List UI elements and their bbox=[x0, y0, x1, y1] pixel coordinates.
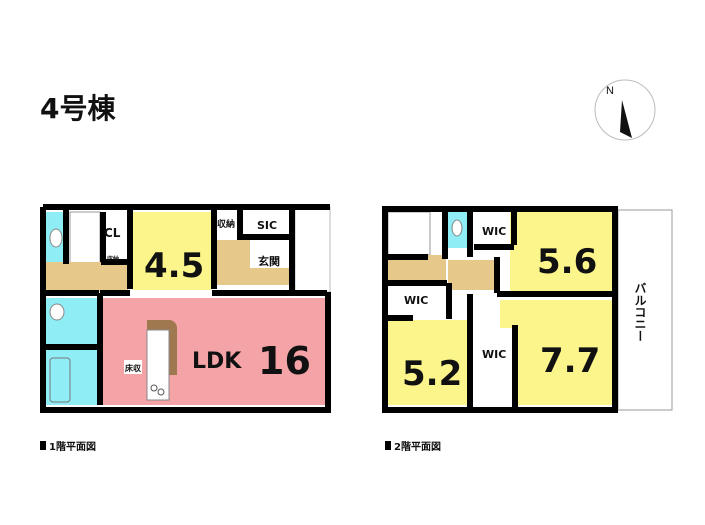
stairs-2f bbox=[387, 211, 431, 256]
wic3-label: WIC bbox=[482, 348, 506, 361]
stairs-1f bbox=[69, 211, 101, 266]
closet-label: CL bbox=[104, 226, 121, 240]
storage-small-label: 収納 bbox=[107, 255, 119, 263]
room-4-5 bbox=[132, 212, 212, 290]
compass-label: N bbox=[606, 85, 614, 97]
closet bbox=[103, 212, 128, 255]
room-5-2 bbox=[388, 320, 468, 405]
balcony bbox=[617, 209, 673, 411]
stair-hall-1f bbox=[217, 240, 250, 285]
room-5-6 bbox=[510, 212, 612, 292]
wic1-label: WIC bbox=[482, 225, 506, 238]
room-5-2-label: 5.2 bbox=[402, 354, 462, 394]
floor1-plan: CL 収納 4.5 収納 SIC 玄関 LDK 16 床収 bbox=[40, 204, 331, 413]
ldk bbox=[103, 298, 325, 405]
room-7-7 bbox=[518, 300, 612, 405]
ldk-size: 16 bbox=[258, 339, 311, 383]
floor-storage-label: 床収 bbox=[125, 363, 142, 373]
kitchen bbox=[146, 329, 170, 401]
room-7-7-label: 7.7 bbox=[540, 341, 600, 381]
floor2-plan: WIC WIC WIC 5.6 5.2 7.7 バルコニー bbox=[382, 206, 673, 413]
wic2-label: WIC bbox=[404, 294, 428, 307]
room-5-6-label: 5.6 bbox=[537, 242, 597, 282]
room-4-5-label: 4.5 bbox=[144, 246, 204, 286]
compass-icon: N bbox=[594, 79, 656, 141]
floor2-caption: 2階平面図 bbox=[394, 440, 441, 453]
hall-1f bbox=[46, 262, 128, 292]
building-title: 4号棟 bbox=[40, 92, 116, 125]
entrance-label: 玄関 bbox=[258, 254, 280, 268]
balcony-label: バルコニー bbox=[633, 282, 647, 342]
ldk-label: LDK bbox=[192, 349, 242, 374]
sic-label: SIC bbox=[257, 219, 277, 232]
floor1-caption: 1階平面図 bbox=[49, 440, 96, 453]
storage-label: 収納 bbox=[217, 218, 235, 230]
